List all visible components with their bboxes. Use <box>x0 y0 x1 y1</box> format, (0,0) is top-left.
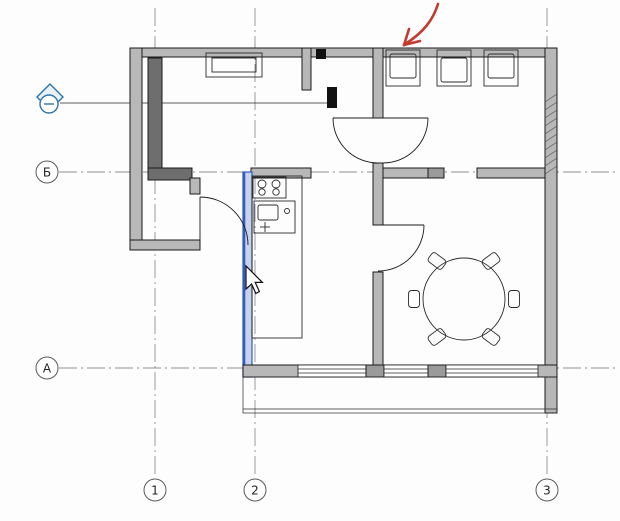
interior-walls <box>189 47 546 378</box>
door-entry[interactable] <box>199 196 249 246</box>
red-arrow-annotation[interactable] <box>402 2 440 47</box>
appliance-2[interactable] <box>436 49 472 87</box>
kitchen-counter[interactable] <box>251 175 303 339</box>
wall-entry-stub[interactable] <box>189 177 201 195</box>
grid-bubbles: Б А 1 2 3 <box>35 160 559 502</box>
balcony[interactable] <box>242 376 558 414</box>
wall-hatch <box>544 93 558 175</box>
window-2[interactable] <box>383 364 429 378</box>
doors <box>199 117 429 272</box>
wall-dining-top-left[interactable] <box>382 167 431 179</box>
wall-left[interactable] <box>129 47 143 251</box>
chair[interactable] <box>408 290 420 308</box>
appliances <box>385 49 519 87</box>
wall-grid-b-dark[interactable] <box>147 167 193 181</box>
chair[interactable] <box>481 251 501 270</box>
grid-bubble-a[interactable]: А <box>35 356 59 380</box>
dining-set[interactable] <box>408 251 520 346</box>
wall-pier-grid-b[interactable] <box>427 167 445 179</box>
chair[interactable] <box>427 327 447 346</box>
door-hall-right[interactable] <box>382 117 429 164</box>
kitchen <box>251 175 303 339</box>
dining-table[interactable] <box>422 257 506 341</box>
section-line-end-bar[interactable] <box>327 87 337 108</box>
section-marker-icon[interactable] <box>36 83 64 114</box>
wall-kitchen-dining[interactable] <box>372 271 384 378</box>
wall-right[interactable] <box>544 47 558 414</box>
appliance-1[interactable] <box>385 49 421 87</box>
grid-label-b: Б <box>43 166 51 180</box>
grid-label-2: 2 <box>251 484 259 498</box>
wall-closet[interactable] <box>301 47 312 91</box>
wall-left-inner-dark[interactable] <box>147 57 163 179</box>
stove[interactable] <box>252 176 287 199</box>
grid-bubble-2[interactable]: 2 <box>243 478 267 502</box>
wall-hall-mid[interactable] <box>372 162 384 226</box>
cursor-icon <box>245 264 264 295</box>
wall-bottom-left[interactable] <box>129 239 201 251</box>
bottom-wall <box>242 364 558 378</box>
door-hall-left[interactable] <box>332 117 379 164</box>
chair[interactable] <box>481 327 501 346</box>
grid-bubble-1[interactable]: 1 <box>143 478 167 502</box>
wall-hall-upper[interactable] <box>372 47 384 119</box>
column-top[interactable] <box>316 49 326 59</box>
wardrobe[interactable] <box>205 52 263 78</box>
wall-top[interactable] <box>129 47 558 58</box>
chair[interactable] <box>508 290 520 308</box>
window-1[interactable] <box>297 364 367 378</box>
wall-pier-bottom-2[interactable] <box>427 364 447 378</box>
grid-label-3: 3 <box>543 484 551 498</box>
exterior-walls <box>129 47 558 414</box>
grid-label-a: А <box>43 362 52 376</box>
grid-label-1: 1 <box>151 484 159 498</box>
grid-bubble-b[interactable]: Б <box>35 160 59 184</box>
door-kitchen-dining[interactable] <box>377 224 425 272</box>
chair[interactable] <box>427 251 447 270</box>
appliance-3[interactable] <box>483 49 519 87</box>
wall-pier-bottom-1[interactable] <box>365 364 385 378</box>
sink[interactable] <box>253 200 296 234</box>
window-3[interactable] <box>445 364 539 378</box>
grid-bubble-3[interactable]: 3 <box>535 478 559 502</box>
wall-dining-top-right[interactable] <box>476 167 546 179</box>
